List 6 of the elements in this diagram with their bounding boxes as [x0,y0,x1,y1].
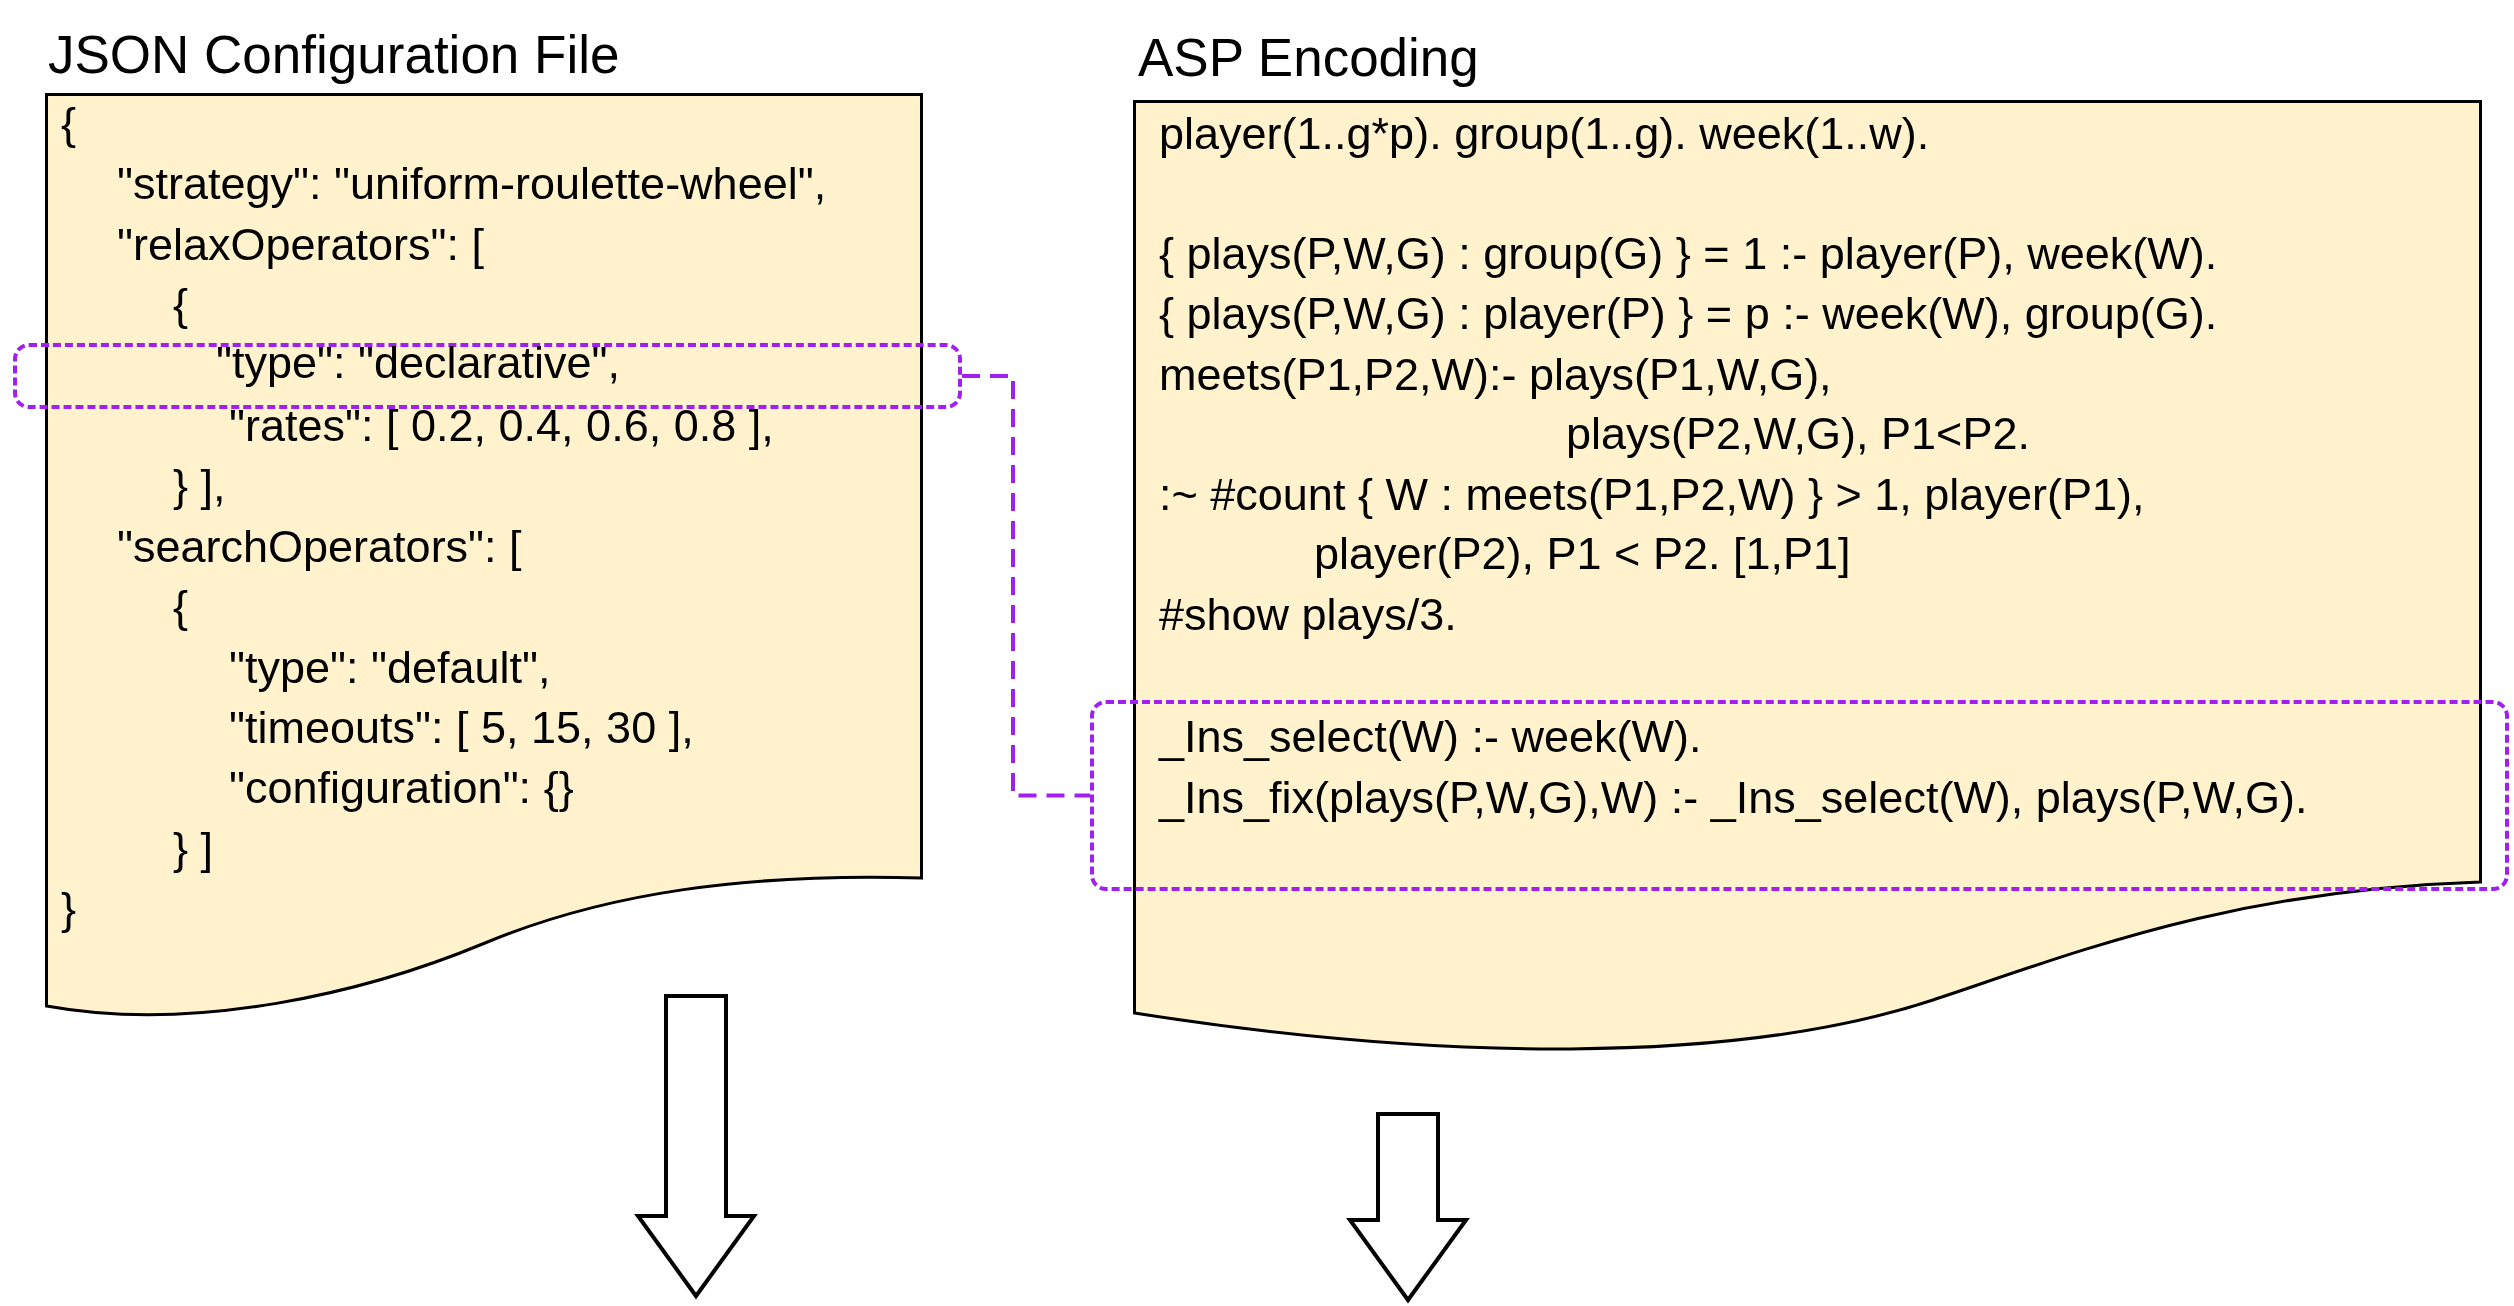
highlight-box [13,343,962,409]
block-arrow [1346,1112,1470,1304]
block-arrow [634,994,758,1300]
connector-line [962,374,1090,798]
document-title: JSON Configuration File [48,27,620,83]
document-title: ASP Encoding [1138,30,1479,86]
